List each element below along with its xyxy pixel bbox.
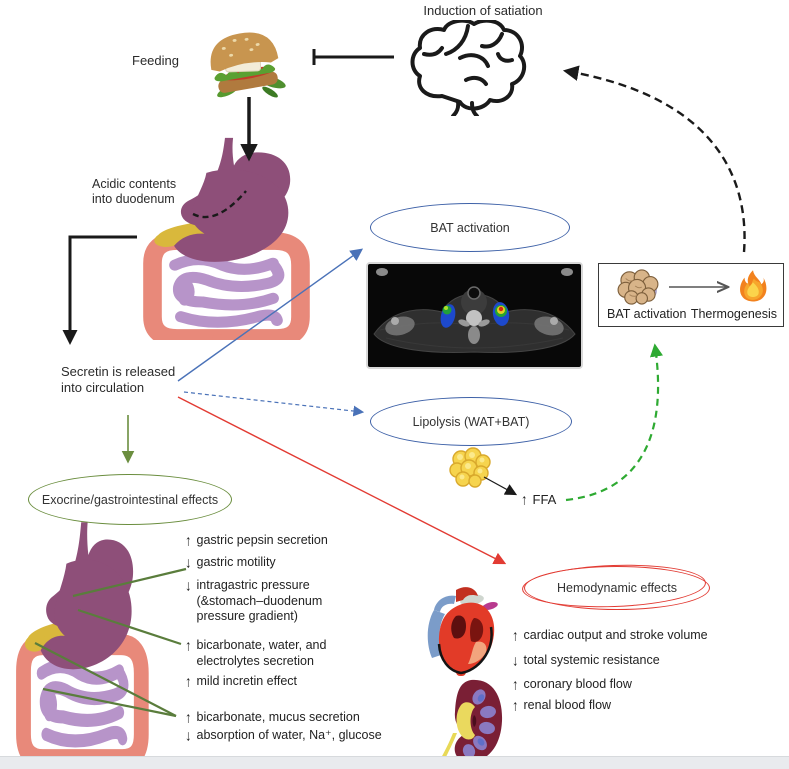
hemo-effect-text: renal blood flow xyxy=(523,698,612,712)
gi-effect-item: ↑ gastric pepsin secretion xyxy=(185,531,328,550)
gi-to-secretin-connector xyxy=(62,235,137,345)
flame-icon xyxy=(740,270,767,302)
lipolysis-ellipse-label: Lipolysis (WAT+BAT) xyxy=(412,414,530,429)
down-arrow: ↓ xyxy=(185,553,192,572)
gi-tract-upper-illustration xyxy=(128,136,324,340)
hemo-effect-item: ↑ coronary blood flow xyxy=(512,675,632,694)
hemodynamic-ellipse-label: Hemodynamic effects xyxy=(557,581,677,595)
up-arrow: ↑ xyxy=(185,531,192,550)
gi-effect-text: bicarbonate, water, and electrolytes sec… xyxy=(196,638,327,668)
bat-to-thermogenesis-arrow xyxy=(669,281,733,293)
gi-tract-lower-illustration xyxy=(4,520,160,762)
gi-effect-item: ↓ intragastric pressure (&stomach–duoden… xyxy=(185,576,323,625)
ffa-to-thermobox-dashed-arrow xyxy=(565,343,664,502)
lipolysis-ellipse: Lipolysis (WAT+BAT) xyxy=(370,397,572,446)
hemo-effect-item: ↑ cardiac output and stroke volume xyxy=(512,626,708,645)
exocrine-ellipse-label: Exocrine/gastrointestinal effects xyxy=(41,492,219,507)
thermobox-thermo-label: Thermogenesis xyxy=(690,307,777,321)
ffa-text: FFA xyxy=(532,492,557,507)
gi-effect-text: absorption of water, Na⁺, glucose xyxy=(196,728,382,742)
kidney-icon xyxy=(437,679,503,767)
heart-icon xyxy=(427,587,498,676)
ffa-label: ↑ FFA xyxy=(521,490,557,509)
thermobox-to-brain-dashed-arrow xyxy=(562,65,746,253)
thermogenesis-box: BAT activation Thermogenesis xyxy=(598,263,784,327)
up-arrow: ↑ xyxy=(512,626,519,645)
up-arrow: ↑ xyxy=(185,708,192,727)
page-bottom-bar xyxy=(0,756,789,769)
gi-effect-text: bicarbonate, mucus secretion xyxy=(196,710,360,724)
hemo-effect-text: coronary blood flow xyxy=(523,677,632,691)
adipocyte-icon xyxy=(449,447,491,488)
burger-icon xyxy=(210,32,286,98)
up-arrow: ↑ xyxy=(185,672,192,691)
satiation-label: Induction of satiation xyxy=(423,3,543,18)
gi-effect-text: mild incretin effect xyxy=(196,674,298,688)
acidic-contents-label: Acidic contents into duodenum xyxy=(92,177,177,206)
ffa-up-arrow: ↑ xyxy=(521,490,528,509)
brain-icon xyxy=(410,20,527,116)
down-arrow: ↓ xyxy=(512,651,519,670)
hemo-effect-item: ↑ renal blood flow xyxy=(512,696,612,715)
pet-ct-scan-image xyxy=(366,262,583,369)
secretin-label: Secretin is released into circulation xyxy=(61,364,176,395)
hemo-effect-item: ↓ total systemic resistance xyxy=(512,651,660,670)
feeding-inhibition-line xyxy=(312,49,394,65)
gi-effect-item: ↑ bicarbonate, mucus secretion xyxy=(185,708,360,727)
hemo-effect-text: cardiac output and stroke volume xyxy=(523,628,708,642)
exocrine-ellipse: Exocrine/gastrointestinal effects xyxy=(28,474,232,525)
up-arrow: ↑ xyxy=(512,696,519,715)
gi-effect-item: ↓ gastric motility xyxy=(185,553,276,572)
hemodynamic-ellipse: Hemodynamic effects xyxy=(524,566,710,610)
thermobox-bat-label: BAT activation xyxy=(607,307,687,321)
feeding-label: Feeding xyxy=(132,53,179,68)
down-arrow: ↓ xyxy=(185,726,192,745)
bat-activation-ellipse-label: BAT activation xyxy=(430,220,510,235)
secretin-to-lipolysis-dashed-arrow xyxy=(183,391,365,417)
gi-effect-text: gastric motility xyxy=(196,555,276,569)
gi-effect-text: intragastric pressure (&stomach–duodenum… xyxy=(196,578,323,623)
up-arrow: ↑ xyxy=(512,675,519,694)
bat-tissue-icon xyxy=(617,269,659,305)
gi-effect-item: ↑ mild incretin effect xyxy=(185,672,298,691)
bat-activation-ellipse: BAT activation xyxy=(370,203,570,252)
gi-effect-text: gastric pepsin secretion xyxy=(196,533,328,547)
gi-effect-item: ↑ bicarbonate, water, and electrolytes s… xyxy=(185,636,327,669)
gi-effect-item: ↓ absorption of water, Na⁺, glucose xyxy=(185,726,382,745)
down-arrow: ↓ xyxy=(185,576,192,595)
hemo-effect-text: total systemic resistance xyxy=(523,653,660,667)
up-arrow: ↑ xyxy=(185,636,192,655)
